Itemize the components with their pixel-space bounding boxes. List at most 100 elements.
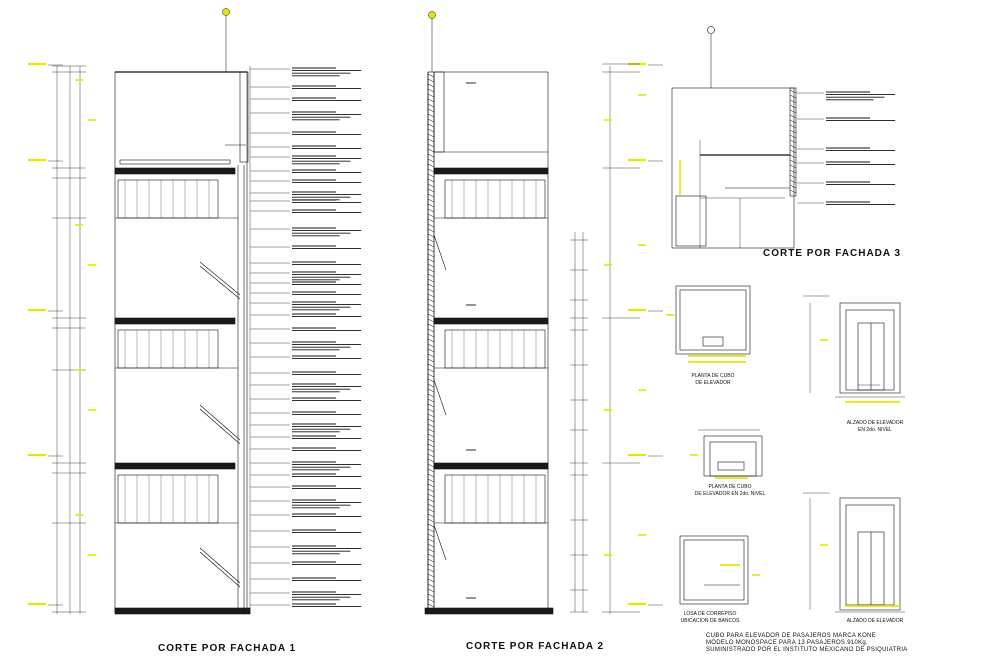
wall-hatch	[427, 328, 435, 333]
wall-hatch	[789, 114, 797, 119]
wall-hatch	[427, 88, 435, 93]
wall-hatch	[427, 263, 435, 268]
detail-frame	[671, 87, 795, 249]
wall-hatch	[427, 363, 435, 368]
wall-hatch	[427, 78, 435, 83]
railing	[199, 551, 241, 588]
window-band	[117, 474, 219, 524]
wall-hatch	[427, 188, 435, 193]
wall-hatch	[427, 463, 435, 468]
caption-planta-cubo: PLANTA DE CUBO DE ELEVADOR	[673, 373, 753, 387]
wall-hatch	[427, 168, 435, 173]
wall-hatch	[427, 533, 435, 538]
detail-wall	[789, 87, 797, 197]
ground-slab	[114, 607, 251, 615]
wall-hatch	[427, 408, 435, 413]
floor-slab	[433, 167, 549, 175]
wall-hatch	[427, 373, 435, 378]
axis-marker	[428, 11, 436, 19]
wall-hatch	[427, 348, 435, 353]
wall-hatch	[427, 73, 435, 78]
wall-hatch	[427, 453, 435, 458]
wall-hatch	[427, 573, 435, 578]
caption-planta-cubo-2do-l1: PLANTA DE CUBO	[708, 484, 752, 490]
wall-hatch	[789, 169, 797, 174]
wall-hatch	[427, 193, 435, 198]
wall-hatch	[427, 583, 435, 588]
floor-slab	[114, 317, 236, 325]
wall-hatch	[427, 368, 435, 373]
wall-hatch	[427, 223, 435, 228]
elevator-door	[702, 336, 724, 347]
wall-hatch	[427, 303, 435, 308]
wall-hatch	[427, 208, 435, 213]
wall-hatch	[427, 553, 435, 558]
wall-hatch	[789, 94, 797, 99]
wall-hatch	[789, 154, 797, 159]
floor-slab	[433, 462, 549, 470]
wall-hatch	[789, 149, 797, 154]
wall-hatch	[427, 228, 435, 233]
wall-hatch	[427, 598, 435, 603]
wall-hatch	[789, 129, 797, 134]
wall-hatch	[427, 513, 435, 518]
wall-hatch	[427, 448, 435, 453]
wall-hatch	[427, 173, 435, 178]
caption-alzado-2do-l1: ALZADO DE ELEVADOR	[846, 420, 904, 426]
wall-hatch	[427, 213, 435, 218]
wall-hatch	[427, 233, 435, 238]
wall-hatch	[427, 283, 435, 288]
wall-hatch	[427, 243, 435, 248]
ground-slab	[424, 607, 554, 615]
wall-hatch	[427, 563, 435, 568]
window-band	[444, 474, 546, 524]
wall-hatch	[427, 163, 435, 168]
wall-hatch	[427, 253, 435, 258]
wall-hatch	[427, 143, 435, 148]
wall-hatch	[789, 144, 797, 149]
wall-hatch	[427, 493, 435, 498]
caption-planta-cubo-l2: DE ELEVADOR	[695, 380, 731, 386]
elevator-shaft-wall-2	[703, 435, 763, 477]
wall-hatch	[427, 403, 435, 408]
wall-hatch	[427, 588, 435, 593]
title-corte-2: CORTE POR FACHADA 2	[466, 641, 605, 652]
caption-planta-cubo-2do: PLANTA DE CUBO DE ELEVADOR EN 2do. NIVEL	[680, 484, 780, 498]
wall-hatch	[427, 538, 435, 543]
wall-hatch	[427, 198, 435, 203]
spec-note-line-2: MODELO MONOSPACE PARA 13 PASAJEROS 910Kg…	[706, 640, 869, 646]
wall-hatch	[427, 418, 435, 423]
wall-hatch	[427, 378, 435, 383]
wall-hatch	[427, 203, 435, 208]
elevator-door-2	[717, 461, 745, 471]
wall-hatch	[789, 109, 797, 114]
pit-slab-wall	[679, 535, 749, 605]
wall-hatch	[427, 468, 435, 473]
wall-hatch	[427, 318, 435, 323]
wall-hatch	[427, 113, 435, 118]
wall-hatch	[427, 273, 435, 278]
wall-hatch	[427, 488, 435, 493]
elevator-elevation-2	[839, 497, 901, 611]
wall-hatch	[427, 498, 435, 503]
wall-hatch	[427, 158, 435, 163]
wall-hatch	[427, 133, 435, 138]
wall-hatch	[427, 548, 435, 553]
wall-hatch	[427, 593, 435, 598]
window-band	[444, 329, 546, 369]
parapet	[239, 71, 249, 163]
wall-hatch	[789, 104, 797, 109]
floor-slab	[114, 167, 236, 175]
title-corte-3: CORTE POR FACHADA 3	[763, 248, 902, 259]
caption-alzado-2do: ALZADO DE ELEVADOR EN 2do. NIVEL	[825, 420, 925, 434]
wall-hatch	[427, 458, 435, 463]
wall-hatch	[427, 383, 435, 388]
wall-hatch	[789, 139, 797, 144]
canopy-slab	[119, 159, 231, 165]
floor-slab	[433, 317, 549, 325]
wall-hatch	[427, 428, 435, 433]
wall-hatch	[427, 353, 435, 358]
caption-alzado-elevador: ALZADO DE ELEVADOR	[846, 618, 904, 624]
